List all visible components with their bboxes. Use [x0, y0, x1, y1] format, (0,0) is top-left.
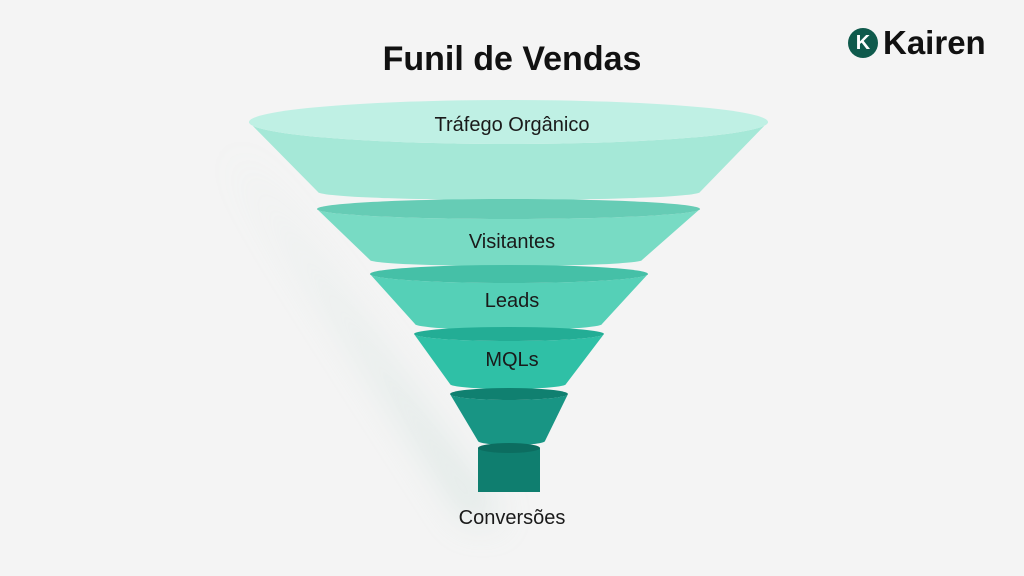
stage-label-mqls: MQLs: [485, 349, 538, 371]
funnel-shadow: [230, 150, 500, 520]
funnel-layer-4-top: [414, 327, 604, 341]
funnel-layer-4: [414, 334, 604, 389]
page-title: Funil de Vendas: [382, 40, 642, 78]
funnel-layer-1-top: [249, 100, 768, 144]
conversions-cylinder: [478, 448, 540, 492]
conversions-cylinder-top: [478, 443, 540, 453]
stage-label-leads: Leads: [485, 290, 540, 312]
funnel-layer-2: [317, 209, 700, 266]
funnel-layer-2-top: [317, 199, 700, 219]
stage-label-conversoes: Conversões: [459, 507, 566, 529]
funnel-layer-5-top: [450, 388, 568, 400]
funnel-layer-3: [370, 274, 648, 330]
funnel-layer-1: [249, 122, 768, 200]
stage-label-trafego: Tráfego Orgânico: [435, 114, 590, 136]
brand-name: Kairen: [883, 24, 986, 61]
brand-logo: K Kairen: [848, 24, 986, 62]
stage-label-visitantes: Visitantes: [469, 231, 555, 253]
funnel-layer-3-top: [370, 265, 648, 283]
funnel-layer-5: [450, 394, 568, 445]
kairen-logo-icon: K: [848, 28, 878, 58]
